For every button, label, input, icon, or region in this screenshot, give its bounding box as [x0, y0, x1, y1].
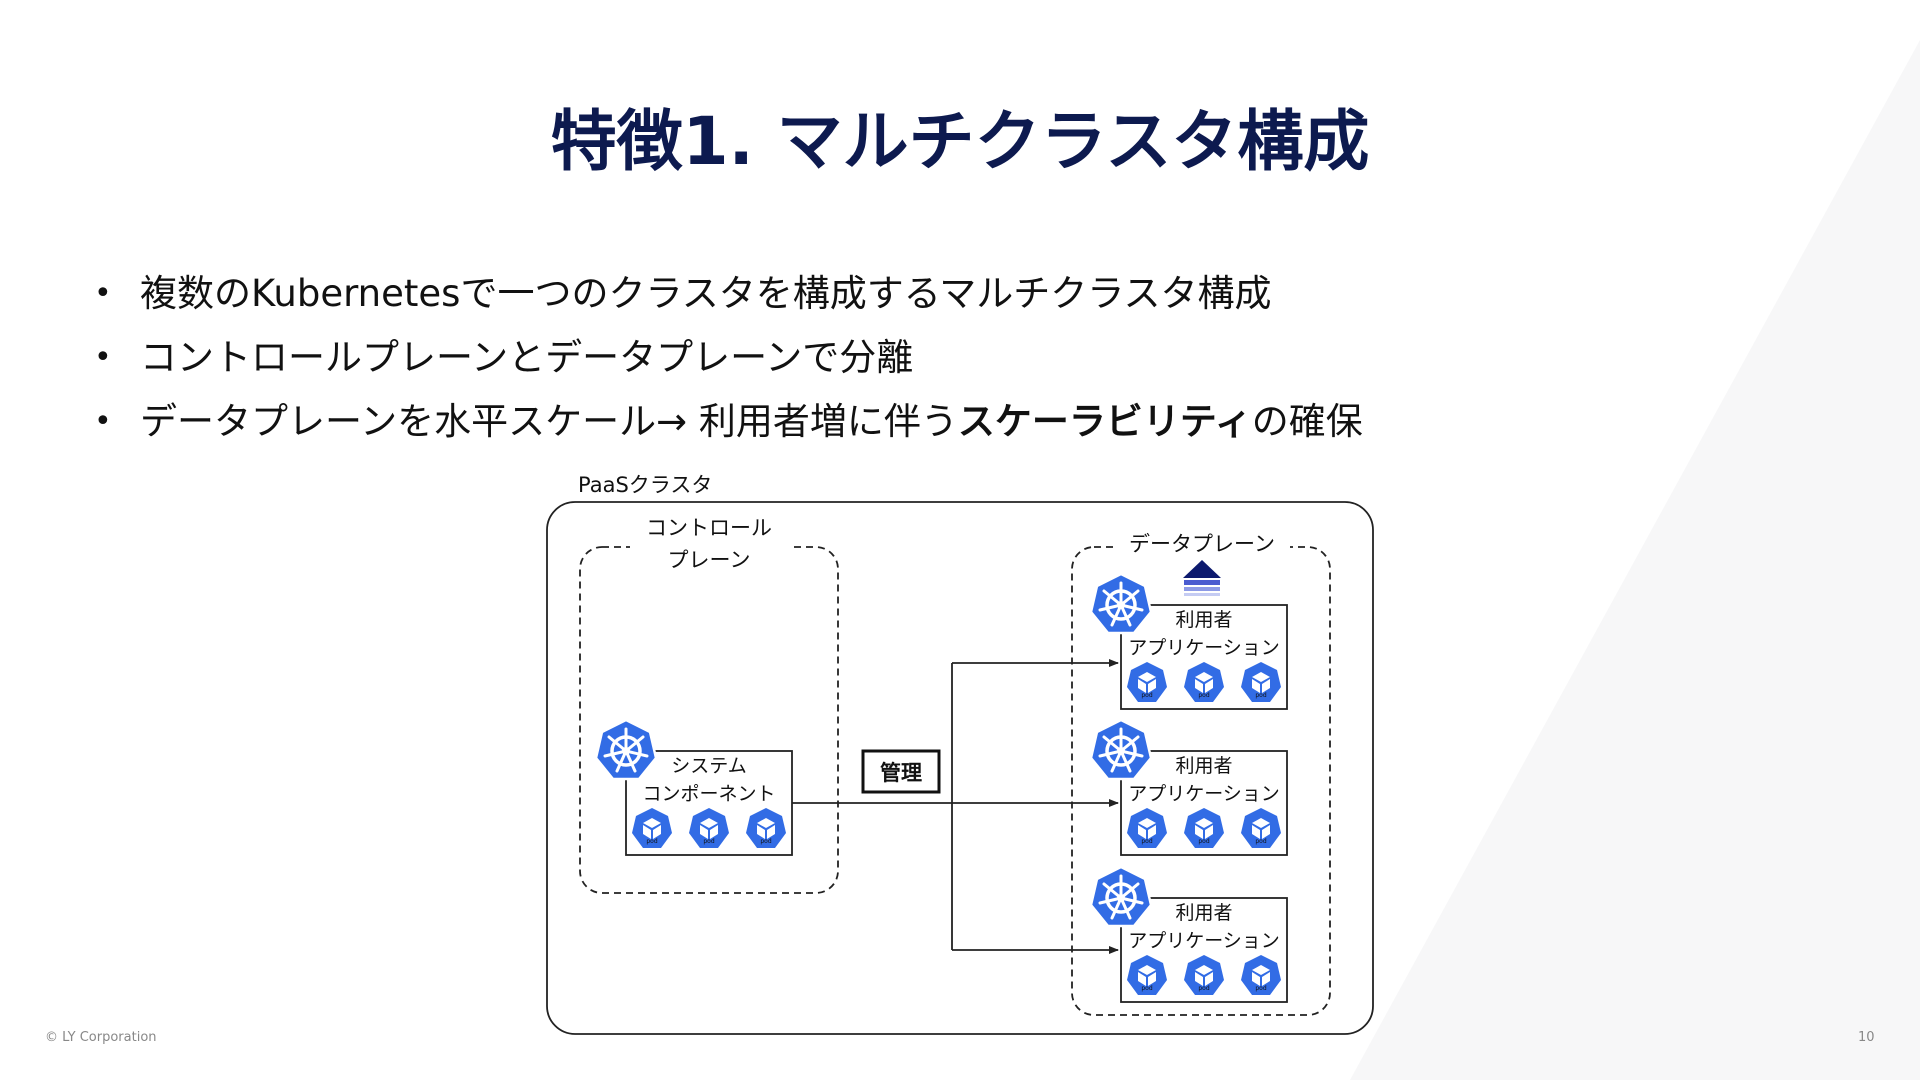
svg-text:pod: pod	[646, 838, 657, 845]
control-plane-label: プレーン	[668, 548, 751, 572]
management-connector	[792, 659, 1119, 954]
pod-icon: pod	[1127, 955, 1167, 995]
pod-icon: pod	[632, 808, 672, 848]
control-plane-label: コントロール	[646, 516, 772, 540]
page-number: 10	[1858, 1030, 1875, 1045]
user-application-label: アプリケーション	[1128, 930, 1280, 952]
kubernetes-icon	[1089, 865, 1153, 928]
user-application-label: 利用者	[1175, 902, 1232, 924]
pod-icon: pod	[1184, 662, 1224, 702]
bullet-item: • 複数のKubernetesで一つのクラスタを構成するマルチクラスタ構成	[90, 262, 1363, 326]
pod-icon: pod	[1127, 808, 1167, 848]
user-application-label: 利用者	[1175, 609, 1232, 631]
svg-text:pod: pod	[1255, 692, 1266, 699]
pod-icon: pod	[1241, 955, 1281, 995]
bullet-glyph: •	[94, 340, 112, 375]
svg-text:pod: pod	[1255, 985, 1266, 992]
cluster-label: PaaSクラスタ	[578, 473, 712, 497]
pod-icon: pod	[1184, 808, 1224, 848]
pod-icon: pod	[689, 808, 729, 848]
control-plane-box	[579, 546, 839, 894]
bullet-text-tail: の確保	[1251, 400, 1363, 443]
bullet-text: データプレーンを水平スケール→ 利用者増に伴う	[140, 400, 958, 443]
bullet-text: コントロールプレーンとデータプレーンで分離	[140, 336, 914, 379]
data-plane-label: データプレーン	[1129, 532, 1275, 556]
bullet-bold-text: スケーラビリティ	[957, 400, 1252, 443]
svg-text:pod: pod	[1141, 985, 1152, 992]
paas-cluster-box	[546, 501, 1374, 1035]
svg-text:pod: pod	[1141, 692, 1152, 699]
user-application-label: アプリケーション	[1128, 783, 1280, 805]
control-plane-label-mask	[630, 508, 790, 574]
data-plane-box	[1071, 546, 1331, 1016]
data-plane-label-mask	[1114, 526, 1290, 560]
svg-text:pod: pod	[1255, 838, 1266, 845]
pod-icon: pod	[1241, 808, 1281, 848]
bullet-item: • コントロールプレーンとデータプレーンで分離	[90, 326, 1363, 390]
copyright-text: © LY Corporation	[45, 1030, 157, 1045]
pod-icon: pod	[746, 808, 786, 848]
user-application-label: 利用者	[1175, 755, 1232, 777]
svg-text:pod: pod	[1141, 838, 1152, 845]
management-label-box	[861, 749, 941, 794]
bullet-glyph: •	[94, 276, 112, 311]
pod-icon: pod	[1184, 955, 1224, 995]
scale-up-arrow-icon	[1183, 560, 1221, 596]
bullet-glyph: •	[94, 404, 112, 439]
bullet-item: • データプレーンを水平スケール→ 利用者増に伴うスケーラビリティの確保	[90, 390, 1363, 454]
system-component-label: コンポーネント	[642, 783, 775, 805]
user-application-label: アプリケーション	[1128, 637, 1280, 659]
svg-text:pod: pod	[1198, 692, 1209, 699]
svg-text:pod: pod	[760, 838, 771, 845]
svg-text:pod: pod	[1198, 838, 1209, 845]
bullet-list: • 複数のKubernetesで一つのクラスタを構成するマルチクラスタ構成 • コン…	[90, 262, 1363, 454]
kubernetes-icon	[1089, 718, 1153, 781]
system-component-label: システム	[671, 755, 746, 777]
page-title: 特徴1. マルチクラスタ構成	[550, 103, 1370, 180]
svg-text:pod: pod	[703, 838, 714, 845]
kubernetes-icon	[594, 718, 658, 781]
pod-icon: pod	[1241, 662, 1281, 702]
kubernetes-icon	[1089, 572, 1153, 635]
svg-text:pod: pod	[1198, 985, 1209, 992]
bullet-text: 複数のKubernetesで一つのクラスタを構成するマルチクラスタ構成	[140, 272, 1272, 315]
management-label: 管理	[880, 761, 922, 785]
pod-icon: pod	[1127, 662, 1167, 702]
